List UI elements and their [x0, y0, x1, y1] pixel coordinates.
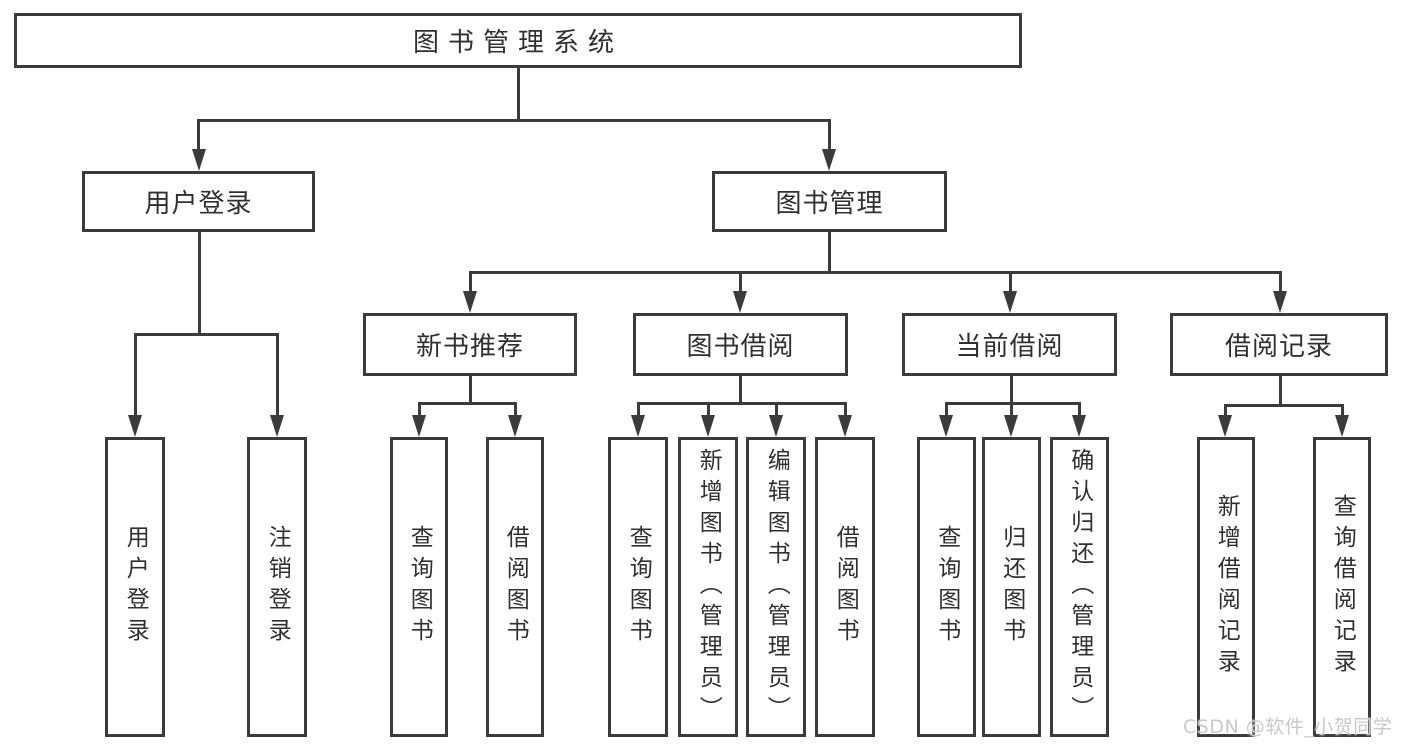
- node-label: 新书推荐: [415, 332, 524, 362]
- node-label: 用户登录: [144, 189, 253, 219]
- node-label: 新增借阅记录: [1213, 494, 1240, 680]
- node-add-book-admin: 新增图书（管理员）: [678, 437, 738, 737]
- node-label: 借阅记录: [1224, 332, 1333, 362]
- connector-line: [1009, 271, 1012, 296]
- arrow-down-icon: [508, 415, 522, 437]
- node-query-borrow-record: 查询借阅记录: [1313, 437, 1371, 737]
- connector-line: [1279, 376, 1282, 407]
- node-label: 注销登录: [264, 525, 291, 649]
- arrow-down-icon: [1003, 291, 1017, 313]
- connector-line: [1224, 404, 1344, 407]
- node-library-management-system: 图书管理系统: [14, 13, 1022, 68]
- arrow-down-icon: [1335, 415, 1349, 437]
- node-label: 归还图书: [998, 525, 1025, 649]
- connector-line: [1341, 404, 1344, 420]
- arrow-down-icon: [701, 415, 715, 437]
- node-label: 确认归还（管理员）: [1066, 447, 1093, 727]
- connector-line: [134, 333, 279, 336]
- connector-line: [198, 232, 201, 336]
- arrow-down-icon: [412, 415, 426, 437]
- connector-line: [945, 402, 948, 420]
- connector-line: [945, 402, 1081, 405]
- connector-line: [1078, 402, 1081, 420]
- connector-line: [514, 402, 517, 420]
- node-new-book-recommendation: 新书推荐: [363, 313, 577, 376]
- node-label: 图书借阅: [686, 332, 795, 362]
- arrow-down-icon: [939, 415, 953, 437]
- node-label: 查询图书: [625, 525, 652, 649]
- node-current-borrowing: 当前借阅: [902, 313, 1117, 376]
- node-query-books: 查询图书: [608, 437, 668, 737]
- node-borrow-books: 借阅图书: [815, 437, 875, 737]
- connector-line: [418, 402, 517, 405]
- connector-line: [197, 119, 200, 153]
- node-label: 编辑图书（管理员）: [763, 447, 790, 727]
- connector-line: [828, 232, 831, 273]
- connector-line: [469, 271, 472, 296]
- csdn-watermark: CSDN @软件_小贺同学: [1183, 716, 1393, 738]
- arrow-down-icon: [631, 415, 645, 437]
- connector-line: [637, 402, 640, 420]
- node-return-books: 归还图书: [982, 437, 1041, 737]
- node-label: 查询借阅记录: [1329, 494, 1356, 680]
- node-borrow-books: 借阅图书: [486, 437, 544, 737]
- connector-line: [134, 333, 137, 420]
- node-label: 图书管理: [775, 189, 884, 219]
- node-borrowing-records: 借阅记录: [1170, 313, 1388, 376]
- node-book-borrowing: 图书借阅: [633, 313, 848, 376]
- arrow-down-icon: [1218, 415, 1232, 437]
- node-add-borrow-record: 新增借阅记录: [1197, 437, 1255, 737]
- connector-line: [276, 333, 279, 420]
- node-logout: 注销登录: [247, 437, 307, 737]
- node-label: 借阅图书: [832, 525, 859, 649]
- arrow-down-icon: [733, 291, 747, 313]
- node-label: 查询图书: [933, 525, 960, 649]
- arrow-down-icon: [822, 149, 836, 171]
- connector-line: [469, 376, 472, 405]
- connector-line: [739, 376, 742, 405]
- node-label: 查询图书: [406, 525, 433, 649]
- connector-line: [1010, 376, 1013, 405]
- connector-line: [197, 119, 831, 122]
- arrow-down-icon: [270, 415, 284, 437]
- node-confirm-return-admin: 确认归还（管理员）: [1050, 437, 1109, 737]
- arrow-down-icon: [463, 291, 477, 313]
- node-edit-book-admin: 编辑图书（管理员）: [746, 437, 806, 737]
- node-query-books: 查询图书: [390, 437, 448, 737]
- connector-line: [1279, 271, 1282, 296]
- arrow-down-icon: [769, 415, 783, 437]
- node-user-login-leaf: 用户登录: [105, 437, 165, 737]
- connector-line: [707, 402, 710, 420]
- node-label: 新增图书（管理员）: [695, 447, 722, 727]
- node-label: 当前借阅: [955, 332, 1064, 362]
- connector-line: [469, 271, 1282, 274]
- connector-line: [844, 402, 847, 420]
- node-book-management: 图书管理: [712, 171, 947, 232]
- arrow-down-icon: [128, 415, 142, 437]
- arrow-down-icon: [1072, 415, 1086, 437]
- arrow-down-icon: [1004, 415, 1018, 437]
- node-label: 用户登录: [122, 525, 149, 649]
- connector-line: [1224, 404, 1227, 420]
- node-user-login: 用户登录: [82, 171, 315, 232]
- node-label: 图书管理系统: [412, 28, 623, 58]
- connector-line: [828, 119, 831, 153]
- node-label: 借阅图书: [502, 525, 529, 649]
- arrow-down-icon: [192, 149, 206, 171]
- node-query-books: 查询图书: [917, 437, 976, 737]
- connector-line: [775, 402, 778, 420]
- connector-line: [1010, 402, 1013, 420]
- connector-line: [739, 271, 742, 296]
- connector-line: [637, 402, 847, 405]
- arrow-down-icon: [1273, 291, 1287, 313]
- connector-line: [418, 402, 421, 420]
- connector-line: [517, 68, 520, 121]
- arrow-down-icon: [838, 415, 852, 437]
